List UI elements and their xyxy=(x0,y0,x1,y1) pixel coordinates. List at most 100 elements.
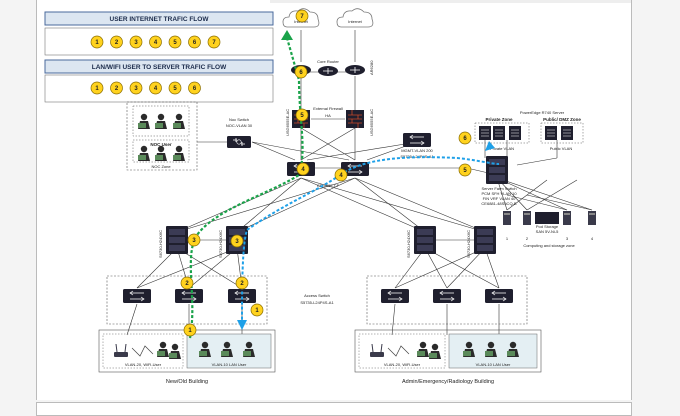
legend-step-number: 3 xyxy=(134,86,138,92)
server-title: PowerEdge R740 Server xyxy=(520,110,565,115)
svg-text:2: 2 xyxy=(185,281,189,287)
link-lines xyxy=(126,30,593,336)
legend-step-circle xyxy=(188,35,201,49)
legend-internet-title: USER INTERNET TRAFIC FLOW xyxy=(110,16,210,23)
svg-text:2: 2 xyxy=(240,281,244,287)
noc-users xyxy=(138,113,185,161)
noc-user-label: NOC User xyxy=(150,142,172,147)
flow-marker-7: 7 xyxy=(295,9,309,23)
dist-right-b-label: S6730-H24X6C xyxy=(466,230,471,258)
svg-text:5: 5 xyxy=(300,113,304,119)
old-wifi-ap xyxy=(113,343,129,358)
compute-num-4: 4 xyxy=(591,236,594,241)
svg-text:4: 4 xyxy=(301,167,305,173)
server-flow-path-top xyxy=(339,156,500,176)
legend-lan-title: LAN/WIFI USER TO SERVER TRAFIC FLOW xyxy=(92,64,227,71)
access-model: S5735-L24P4S-A1 xyxy=(300,300,334,305)
svg-text:3: 3 xyxy=(235,239,239,245)
admin-building-name: Admin/Emergency/Radiology Building xyxy=(402,379,494,385)
ha-label: HA xyxy=(325,113,331,118)
internet-flow-arrow xyxy=(281,30,293,40)
old-wifi-label: VLAN-20, WiFi-User xyxy=(125,362,162,367)
admin-wifi-group xyxy=(358,333,446,369)
core-router-label: Core Router xyxy=(317,59,339,64)
noc-zone-label: NOC Zone xyxy=(151,164,171,169)
flow-marker-1a: 1 xyxy=(250,303,264,317)
farm-line1: PCM SFH VLAN 10 xyxy=(481,191,517,196)
legend-step-number: 1 xyxy=(95,86,99,92)
noc-switch-label: Noc Switch xyxy=(229,117,249,122)
flow-marker-5b: 5 xyxy=(458,163,472,177)
flow-marker-3a: 3 xyxy=(187,233,201,247)
flow-markers: 7 6 5 6 5 4 4 3 3 2 2 1 1 xyxy=(180,9,472,337)
legend-step-circle xyxy=(207,35,221,49)
old-building-name: New/Old Building xyxy=(166,379,208,385)
legend-step-number: 2 xyxy=(115,40,119,46)
legend-step-number: 5 xyxy=(173,40,177,46)
cloud-label-right: Internet xyxy=(348,19,362,24)
svg-text:1: 1 xyxy=(188,328,192,334)
legend-internet-flow: USER INTERNET TRAFIC FLOW xyxy=(44,11,274,56)
farm-line2: FIN VRF VLAN 40 xyxy=(483,196,516,201)
legend-step-circle xyxy=(129,35,143,49)
legend-lan-flow: LAN/WIFI USER TO SERVER TRAFIC FLOW xyxy=(44,59,274,103)
flow-marker-6b: 6 xyxy=(458,131,472,145)
dist-right-a-label: S6730-H24X6C xyxy=(406,230,411,258)
storage-label: Pod Storage xyxy=(536,224,559,229)
dist-left-a-label: S6730-H24X6C xyxy=(158,230,163,258)
access-switches-right xyxy=(380,288,514,304)
legend-step-number: 7 xyxy=(212,40,216,46)
legend-step-number: 6 xyxy=(193,86,197,92)
legend-step-number: 6 xyxy=(193,40,197,46)
farm-line3: CE6881-48S6CQ-B xyxy=(481,201,516,206)
building-admin-box xyxy=(354,329,542,373)
public-servers xyxy=(544,125,574,141)
noc-user-group-bottom xyxy=(132,139,190,163)
flow-marker-3b: 3 xyxy=(230,234,244,248)
private-zone-label: Private Zone xyxy=(485,117,513,122)
svg-text:4: 4 xyxy=(339,173,343,179)
compute-zone-label: Computing and storage zone xyxy=(523,243,575,248)
legend-step-circle xyxy=(90,81,104,95)
legend-step-number: 3 xyxy=(134,40,138,46)
access-left-box xyxy=(106,275,268,325)
core-router xyxy=(317,65,339,77)
dist-switch-right-b xyxy=(474,226,496,254)
legend-step-number: 4 xyxy=(154,40,158,46)
dist-left-b-label: S6730-H24X6C xyxy=(218,230,223,258)
old-wifi-group xyxy=(102,333,184,369)
legend-step-circle xyxy=(110,35,123,49)
svg-text:3: 3 xyxy=(192,238,196,244)
edge-router-right xyxy=(344,64,366,76)
legend-step-circle xyxy=(168,81,182,95)
server-flow-arrow-top xyxy=(485,141,495,151)
access-switches-left xyxy=(122,288,257,304)
flow-marker-1b: 1 xyxy=(183,323,197,337)
private-servers xyxy=(478,125,522,141)
noc-zone-box xyxy=(126,101,198,171)
noc-vlan-label: NOC-VLAN 30 xyxy=(226,123,253,128)
firewall-right-model: USG6555E-AC xyxy=(369,109,374,136)
private-zone-box xyxy=(474,122,530,144)
storage-model: SAN 5V-Ni-5 xyxy=(536,229,559,234)
server-flow-arrow xyxy=(237,320,247,330)
legend-lan-title-box xyxy=(44,59,274,74)
server-farm-switch xyxy=(486,156,508,184)
legend-internet-title-box xyxy=(44,11,274,26)
noc-user-group-top xyxy=(132,105,190,137)
mgmt-vlan-label: MGMT-VLAN 200 xyxy=(401,148,433,153)
legend-step-circle xyxy=(129,81,143,95)
flow-marker-4a: 4 xyxy=(296,162,310,176)
top-gap xyxy=(270,0,631,3)
flow-marker-6a: 6 xyxy=(294,65,308,79)
next-page-edge xyxy=(36,402,632,416)
ar6280-label: AR6280 xyxy=(369,60,374,75)
admin-lan-users xyxy=(463,341,519,357)
svg-text:1: 1 xyxy=(255,308,259,314)
dist-switch-right-a xyxy=(414,226,436,254)
external-firewall-label: External Firewall xyxy=(313,106,343,111)
legend-step-number: 1 xyxy=(95,40,99,46)
svg-text:6: 6 xyxy=(299,70,303,76)
legend-step-circle xyxy=(110,81,123,95)
